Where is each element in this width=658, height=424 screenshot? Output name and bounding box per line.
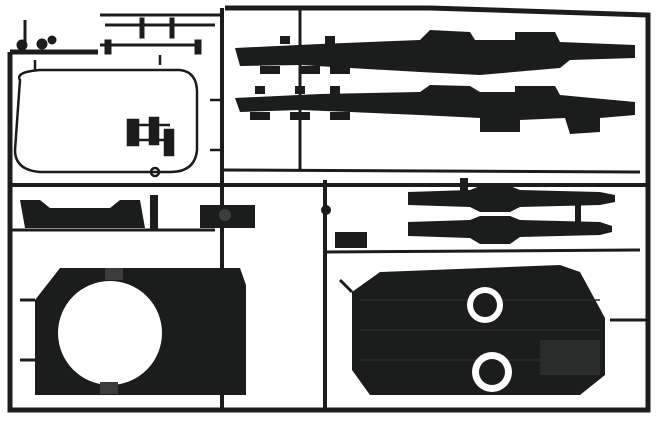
- rail-lower: [235, 85, 635, 134]
- hull-deck-plate: [338, 265, 648, 395]
- top-left-parts: [16, 13, 220, 55]
- turret-ring-plate: [20, 268, 246, 395]
- mid-small-parts: [321, 205, 367, 248]
- rail-upper: [235, 30, 635, 75]
- barrel-parts: [408, 178, 615, 244]
- small-bracket-part: [20, 195, 255, 230]
- wire-loop-part: [13, 55, 199, 178]
- clip-parts: [126, 98, 222, 157]
- sprue-frame: [7, 5, 651, 413]
